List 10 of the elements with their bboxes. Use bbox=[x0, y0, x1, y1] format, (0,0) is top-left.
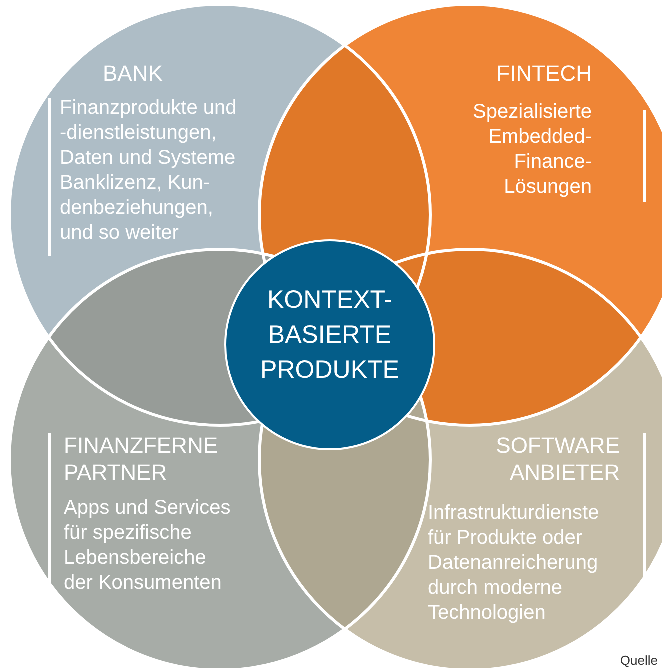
circle-heading: BANK bbox=[103, 60, 164, 87]
circle-description: Spezialisierte Embedded- Finance- Lösungen bbox=[472, 100, 592, 200]
circle-heading: FINTECH bbox=[496, 60, 592, 87]
circle-description: Finanzprodukte und -dienstleistungen, Daten und Systeme Banklizenz, Kun- denbeziehungen, und so weiter bbox=[60, 96, 238, 246]
circle-heading: SOFTWARE ANBIETER bbox=[495, 432, 620, 486]
circle-heading: FINANZFERNE PARTNER bbox=[64, 432, 219, 486]
center-label: KONTEXT- BASIERTE PRODUKTE bbox=[260, 285, 400, 386]
source-note: Quelle bbox=[620, 653, 658, 668]
circle-description: Apps und Services für spezifische Lebensbereiche der Konsumenten bbox=[64, 496, 232, 596]
circle-description: Infrastrukturdienste für Produkte oder Datenanreicherung durch moderne Technologien bbox=[428, 501, 600, 626]
